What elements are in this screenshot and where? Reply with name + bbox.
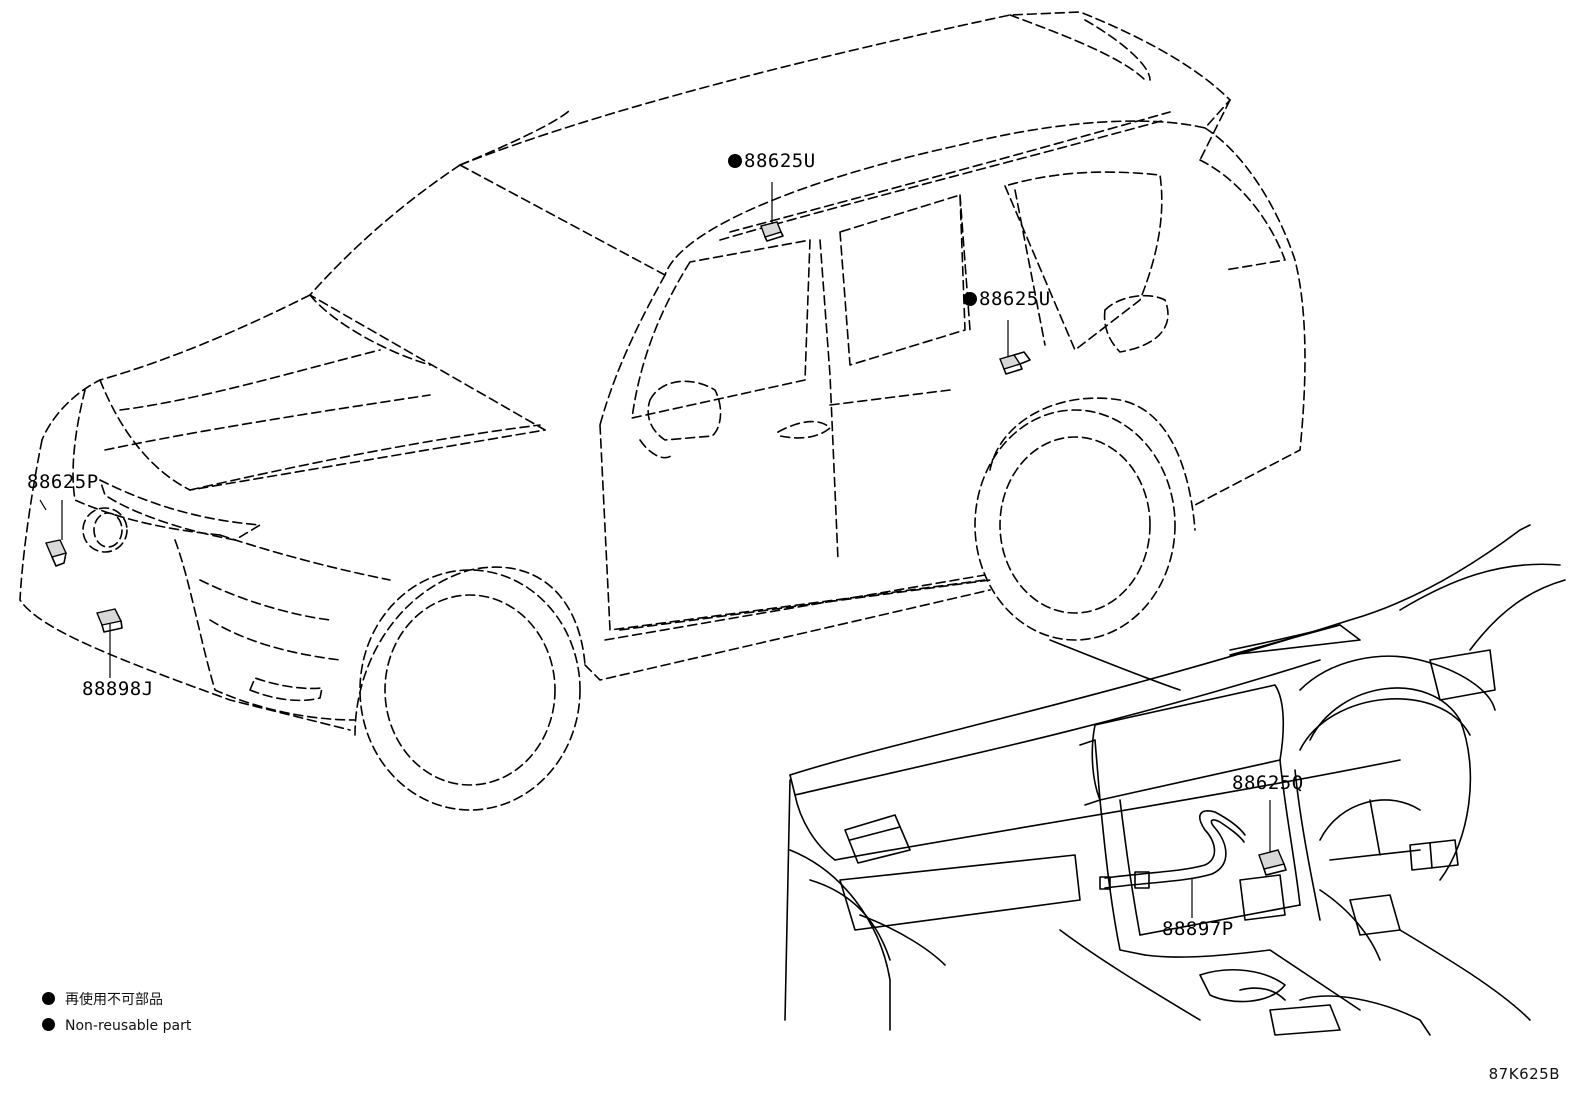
- callout-door-sensor: 88625U: [963, 290, 1051, 309]
- callout-hose: 88897P: [1162, 920, 1234, 939]
- part-number: 88898J: [82, 678, 154, 700]
- part-number: 88625U: [979, 288, 1051, 310]
- part-number: 88897P: [1162, 918, 1234, 940]
- figure-code: 87K625B: [1488, 1065, 1560, 1083]
- part-number: 88625Q: [1232, 772, 1304, 794]
- part-number: 88625P: [27, 471, 99, 493]
- legend-japanese: 再使用不可部品: [42, 992, 163, 1007]
- dashboard-outline: [784, 524, 1566, 1036]
- non-reusable-dot-icon: [42, 1018, 55, 1031]
- callout-bumper-sensor: 88898J: [82, 680, 154, 699]
- non-reusable-dot-icon: [42, 992, 55, 1005]
- callout-dash-sensor: 88625Q: [1232, 774, 1304, 793]
- part-number: 88625U: [744, 150, 816, 172]
- sensor-parts: [45, 221, 1287, 876]
- non-reusable-dot-icon: [728, 154, 742, 168]
- callout-front-sensor: 88625P: [27, 473, 99, 492]
- non-reusable-dot-icon: [963, 292, 977, 306]
- legend-english: Non-reusable part: [42, 1018, 191, 1033]
- hose-part: [1099, 810, 1246, 890]
- leader-lines: [39, 182, 1271, 918]
- legend-english-text: Non-reusable part: [65, 1018, 192, 1034]
- vehicle-outline: [19, 11, 1306, 811]
- legend-japanese-text: 再使用不可部品: [65, 992, 163, 1008]
- callout-roof-sensor: 88625U: [728, 152, 816, 171]
